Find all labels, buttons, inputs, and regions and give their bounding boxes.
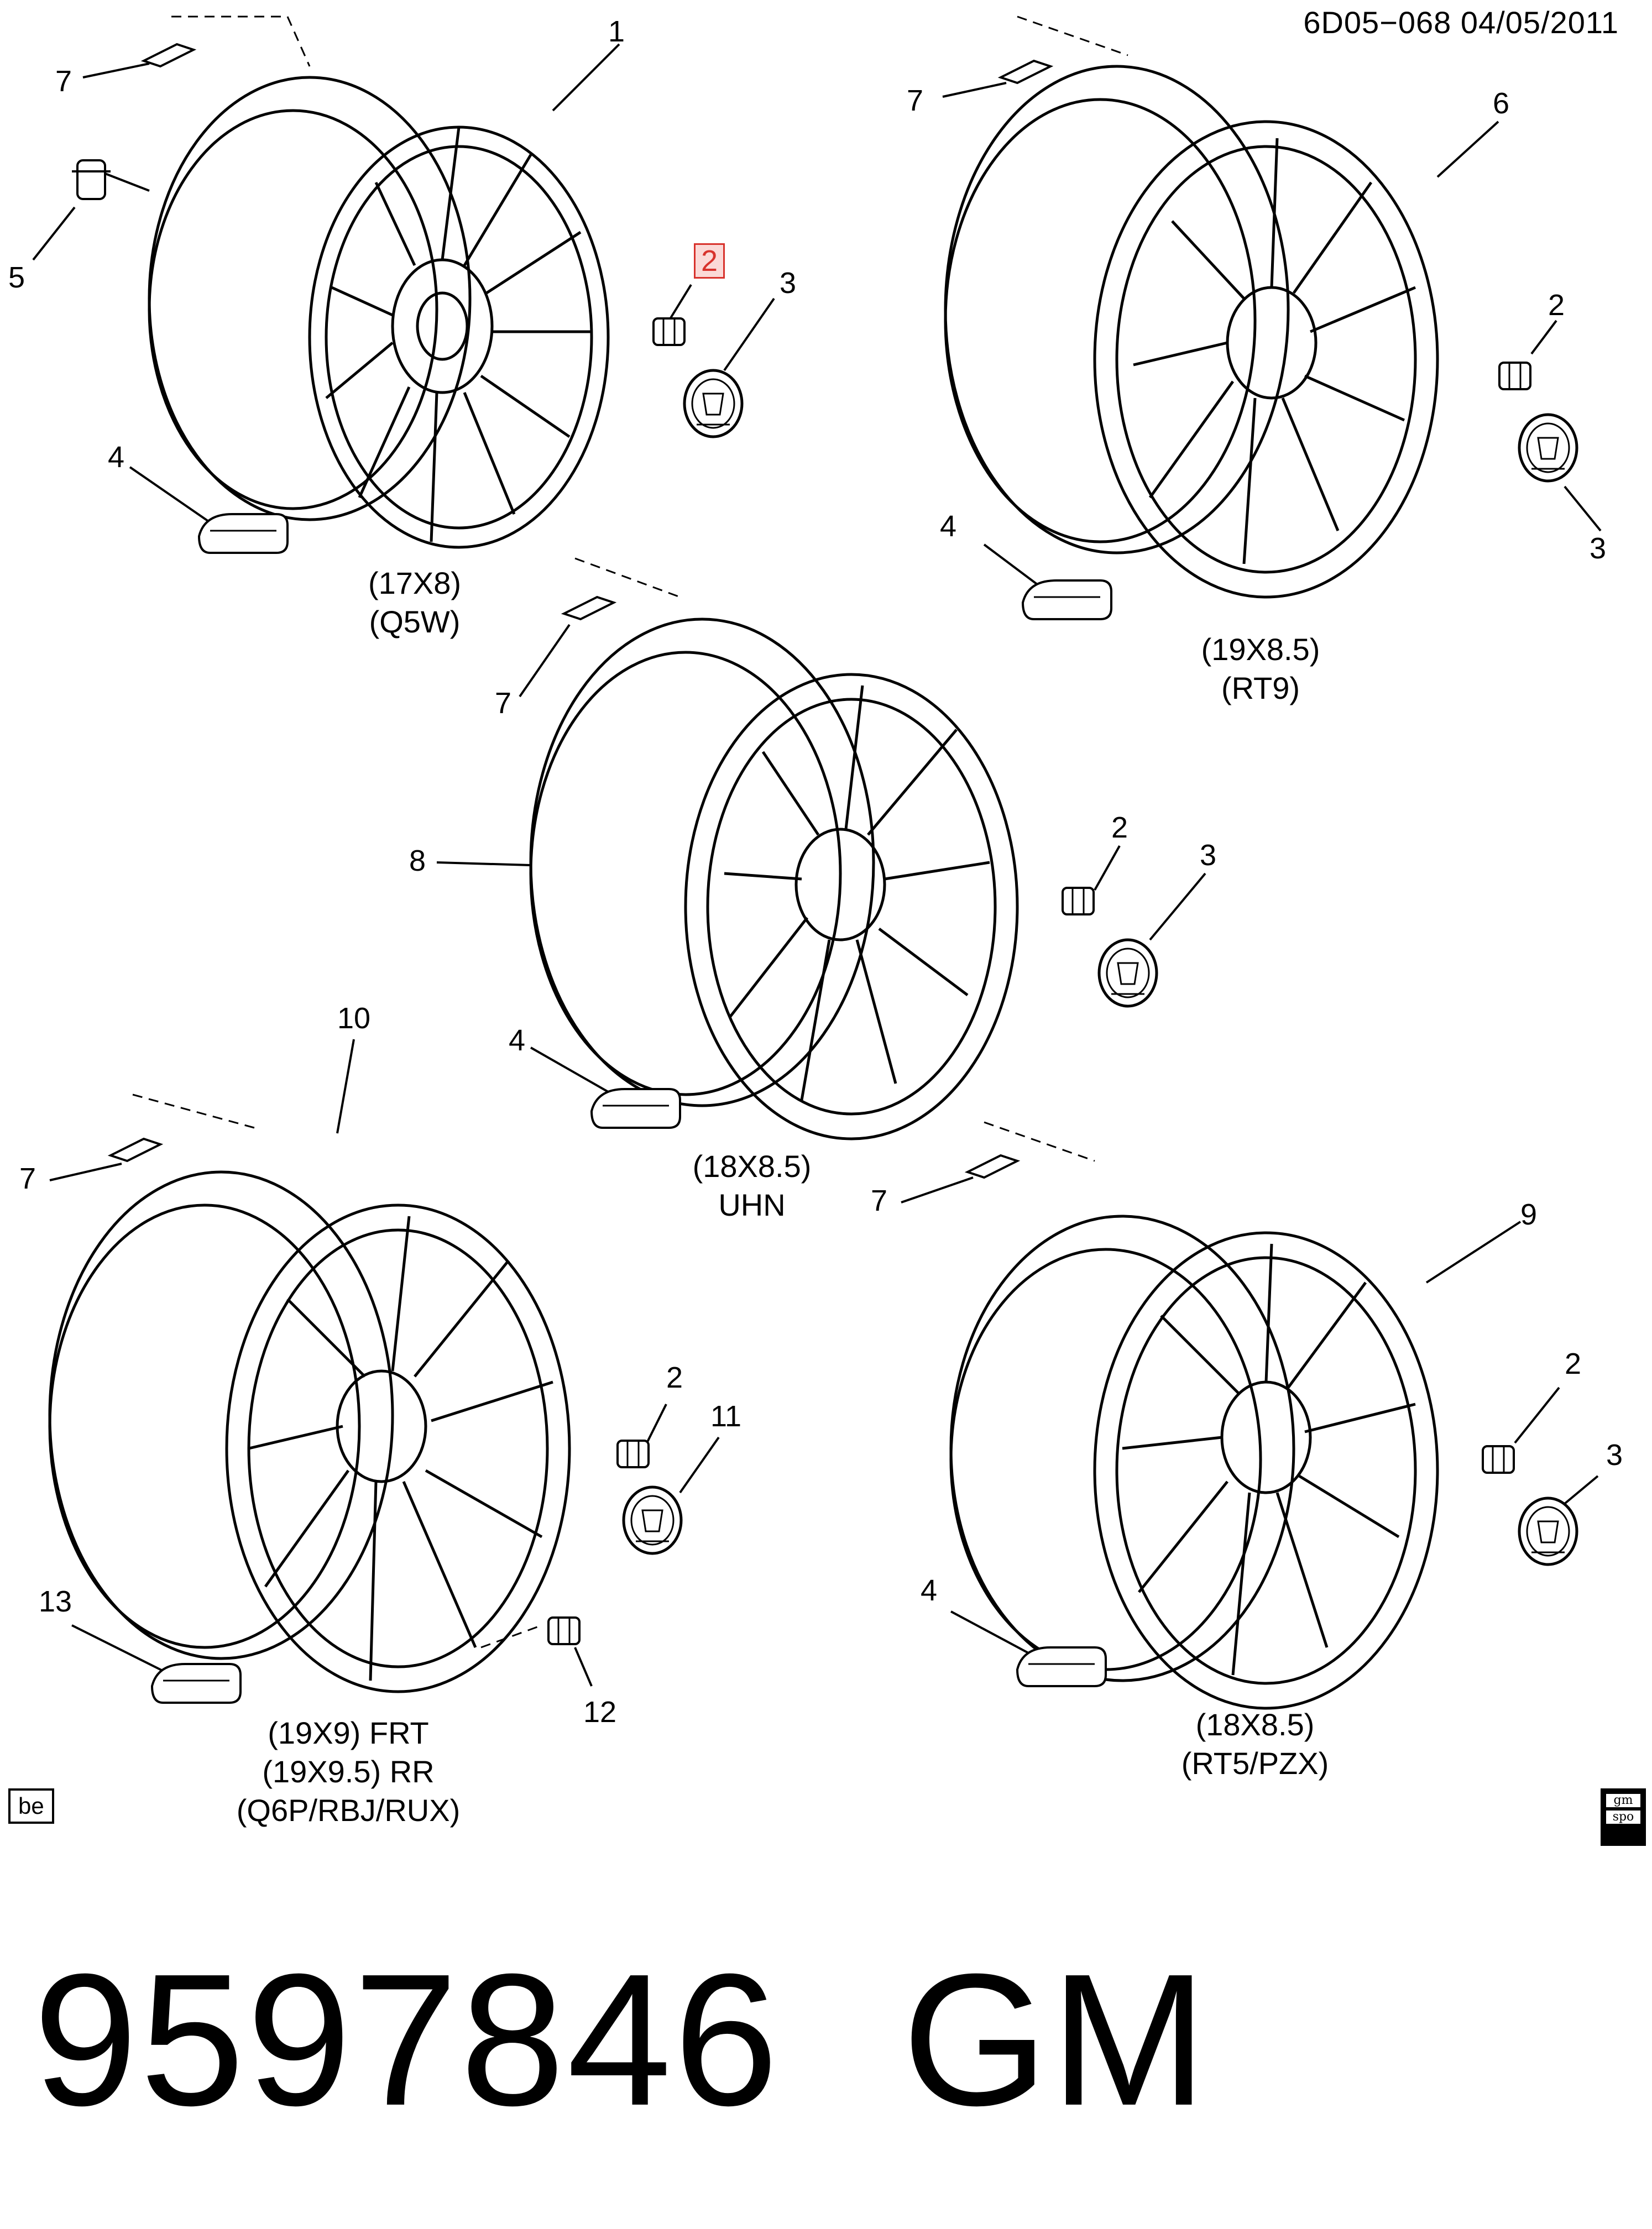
callout-4: 4	[921, 1574, 938, 1607]
caption-line: (19X9.5) RR	[262, 1754, 435, 1789]
caption-line: (19X8.5)	[1201, 632, 1320, 667]
callout-1: 1	[608, 15, 625, 48]
part-number-value: 9597846	[33, 1935, 781, 2145]
caption-line: (18X8.5)	[1195, 1707, 1315, 1742]
callout-11: 11	[710, 1400, 742, 1433]
callout-3: 3	[1590, 532, 1607, 565]
caption-line: UHN	[718, 1187, 786, 1222]
spo-logo-bottom: spo	[1606, 1810, 1640, 1824]
callout-3: 3	[1606, 1438, 1623, 1472]
callout-5: 5	[8, 261, 25, 294]
callout-7: 7	[907, 84, 924, 117]
callout-2-highlighted[interactable]: 2	[694, 243, 725, 279]
diagram-code: 6D05−068 04/05/2011	[1303, 5, 1619, 40]
gm-spo-logo: gm spo	[1601, 1788, 1646, 1846]
callout-8: 8	[409, 844, 426, 877]
caption-rt5: (18X8.5) (RT5/PZX)	[1128, 1705, 1382, 1783]
caption-line: (17X8)	[368, 566, 462, 600]
callout-9: 9	[1520, 1198, 1538, 1231]
part-brand: GM	[902, 1935, 1210, 2145]
callout-12: 12	[583, 1696, 617, 1729]
wheel-rt5	[949, 1215, 1439, 1710]
callout-6: 6	[1493, 87, 1510, 120]
callout-7: 7	[55, 65, 72, 98]
callout-7: 7	[871, 1184, 888, 1217]
spo-logo-top: gm	[1606, 1793, 1640, 1808]
callout-13: 13	[39, 1585, 72, 1618]
wheel-q6p	[48, 1170, 571, 1693]
callout-7: 7	[495, 687, 512, 720]
callout-4: 4	[940, 510, 957, 543]
caption-line: (RT5/PZX)	[1181, 1746, 1329, 1781]
caption-line: (Q5W)	[369, 604, 461, 639]
callout-4: 4	[108, 441, 125, 474]
wheel-q5w	[148, 76, 610, 549]
be-label: be	[8, 1788, 54, 1824]
callout-4: 4	[509, 1024, 526, 1057]
caption-rt9: (19X8.5) (RT9)	[1150, 630, 1371, 708]
callout-2: 2	[666, 1361, 683, 1394]
callout-3: 3	[1200, 839, 1217, 872]
wheel-uhn	[529, 618, 1019, 1140]
callout-3: 3	[780, 266, 797, 300]
callout-2: 2	[1548, 289, 1565, 322]
callout-10: 10	[337, 1002, 371, 1035]
caption-line: (19X9) FRT	[268, 1715, 429, 1750]
wheel-rt9	[944, 65, 1439, 599]
caption-q6p: (19X9) FRT (19X9.5) RR (Q6P/RBJ/RUX)	[210, 1714, 487, 1830]
callout-7: 7	[19, 1162, 36, 1195]
caption-uhn: (18X8.5) UHN	[641, 1147, 862, 1225]
callout-2: 2	[1565, 1347, 1582, 1380]
caption-line: (RT9)	[1221, 671, 1300, 705]
caption-line: (Q6P/RBJ/RUX)	[236, 1793, 461, 1828]
caption-line: (18X8.5)	[692, 1149, 812, 1184]
callout-2: 2	[1111, 811, 1128, 844]
caption-q5w: (17X8) (Q5W)	[321, 564, 509, 641]
